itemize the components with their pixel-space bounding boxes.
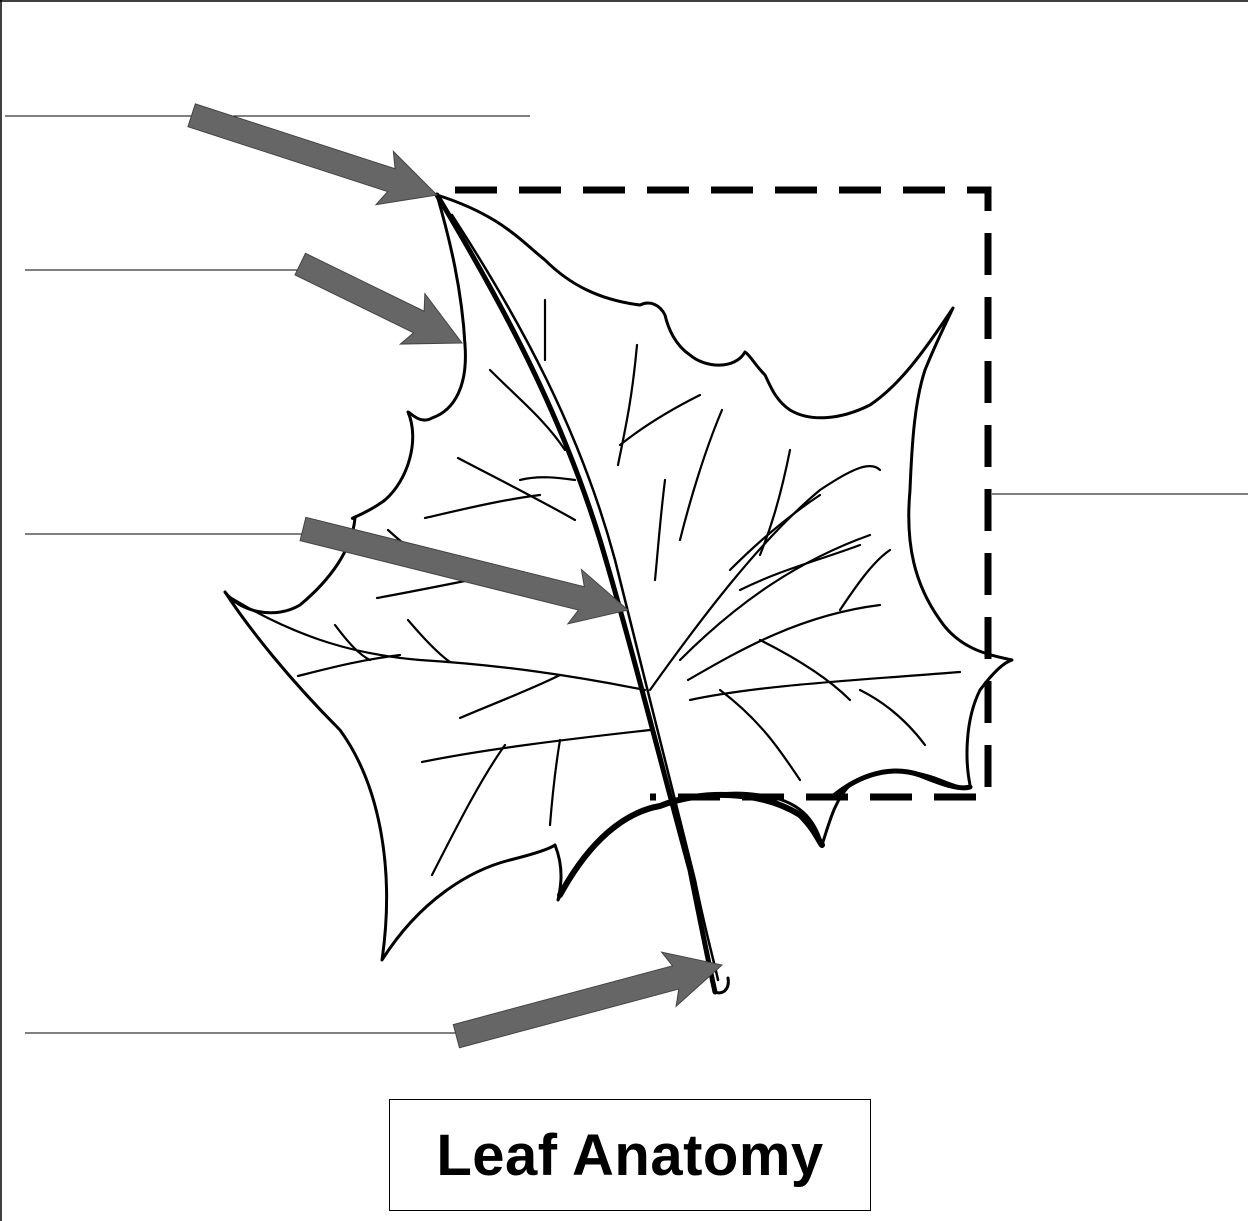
arrow-midrib-icon [296,502,635,637]
pointer-arrows [183,89,729,1064]
title-box: Leaf Anatomy [389,1099,871,1211]
arrow-apex-icon [183,89,446,222]
answer-lines [5,116,1248,1033]
page-title: Leaf Anatomy [436,1122,823,1189]
dashed-region-box [455,190,988,797]
arrow-margin-icon [288,239,474,368]
arrow-petiole-icon [449,938,729,1063]
